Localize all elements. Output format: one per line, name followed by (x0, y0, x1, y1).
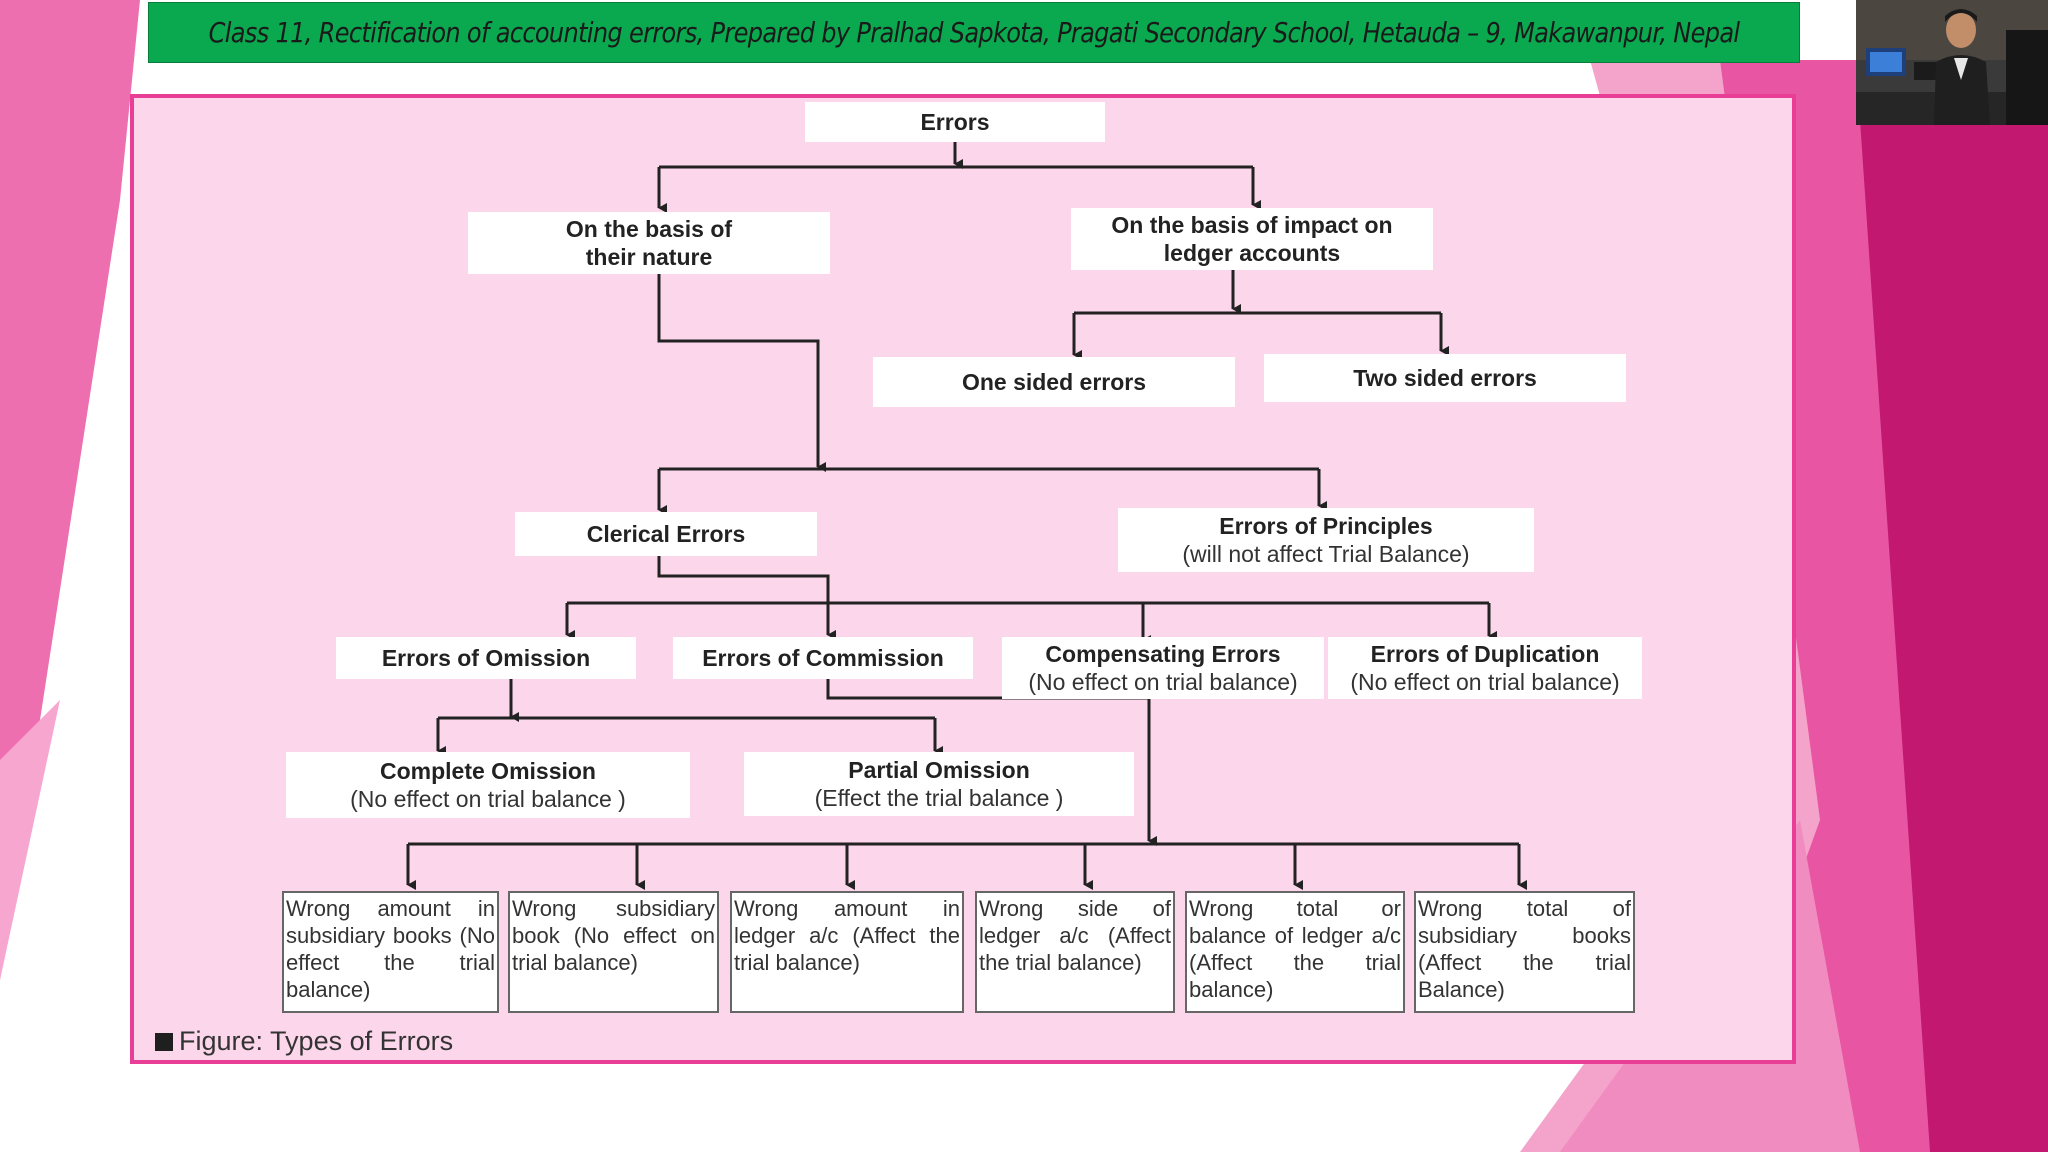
node-principles-note: (will not affect Trial Balance) (1182, 541, 1470, 567)
right-dark-wedge (1860, 120, 2048, 1152)
presenter-webcam (1856, 0, 2048, 125)
presenter-video-image (1856, 0, 2048, 125)
leaf-wrong-side-ledger: Wrong side of ledger a/c (Affect the tri… (975, 891, 1175, 1013)
node-complete-omission: Complete Omission (No effect on trial ba… (286, 752, 690, 818)
node-compensating: Compensating Errors (No effect on trial … (1002, 637, 1324, 699)
leaf-wrong-amount-ledger: Wrong amount in ledger a/c (Affect the t… (730, 891, 964, 1013)
node-impact-line1: On the basis of impact on (1111, 212, 1393, 238)
node-one-sided: One sided errors (873, 357, 1235, 407)
leaf-wrong-subsidiary-book: Wrong subsidiary book (No effect on tria… (508, 891, 719, 1013)
node-duplication-title: Errors of Duplication (1370, 641, 1600, 667)
node-complete-omission-title: Complete Omission (380, 758, 596, 784)
node-principles: Errors of Principles (will not affect Tr… (1118, 508, 1534, 572)
node-two-sided: Two sided errors (1264, 354, 1626, 402)
node-duplication-note: (No effect on trial balance) (1350, 669, 1620, 695)
node-compensating-title: Compensating Errors (1045, 641, 1281, 667)
node-principles-title: Errors of Principles (1219, 513, 1433, 539)
node-nature: On the basis of their nature (468, 212, 830, 274)
node-partial-omission: Partial Omission (Effect the trial balan… (744, 752, 1134, 816)
node-compensating-note: (No effect on trial balance) (1028, 669, 1298, 695)
node-duplication: Errors of Duplication (No effect on tria… (1328, 637, 1642, 699)
node-clerical-label: Clerical Errors (586, 521, 746, 547)
leaf-wrong-amount-subsidiary: Wrong amount in subsidiary books (No eff… (282, 891, 499, 1013)
node-two-sided-label: Two sided errors (1353, 365, 1537, 391)
node-commission-label: Errors of Commission (702, 645, 944, 671)
node-errors: Errors (805, 102, 1105, 142)
node-complete-omission-note: (No effect on trial balance ) (350, 786, 626, 812)
node-omission-label: Errors of Omission (381, 645, 591, 671)
left-light-stripe (0, 700, 60, 980)
slide-banner: Class 11, Rectification of accounting er… (148, 2, 1800, 63)
bullet-square-icon (155, 1032, 173, 1051)
node-errors-label: Errors (920, 109, 990, 135)
node-omission: Errors of Omission (336, 637, 636, 679)
node-nature-line1: On the basis of (565, 216, 733, 242)
node-partial-omission-title: Partial Omission (848, 757, 1030, 783)
node-partial-omission-note: (Effect the trial balance ) (814, 785, 1064, 811)
figure-caption-text: Figure: Types of Errors (179, 1026, 454, 1056)
node-one-sided-label: One sided errors (961, 369, 1147, 395)
node-impact-line2: ledger accounts (1163, 240, 1341, 266)
leaf-wrong-total-subsidiary: Wrong total of subsidiary books (Affect … (1414, 891, 1635, 1013)
node-commission: Errors of Commission (673, 637, 973, 679)
figure-caption: Figure: Types of Errors (155, 1026, 453, 1057)
node-clerical: Clerical Errors (515, 512, 817, 556)
leaf-wrong-total-balance: Wrong total or balance of ledger a/c (Af… (1185, 891, 1405, 1013)
banner-title: Class 11, Rectification of accounting er… (208, 16, 1741, 49)
node-nature-line2: their nature (585, 244, 713, 270)
node-impact: On the basis of impact on ledger account… (1071, 208, 1433, 270)
